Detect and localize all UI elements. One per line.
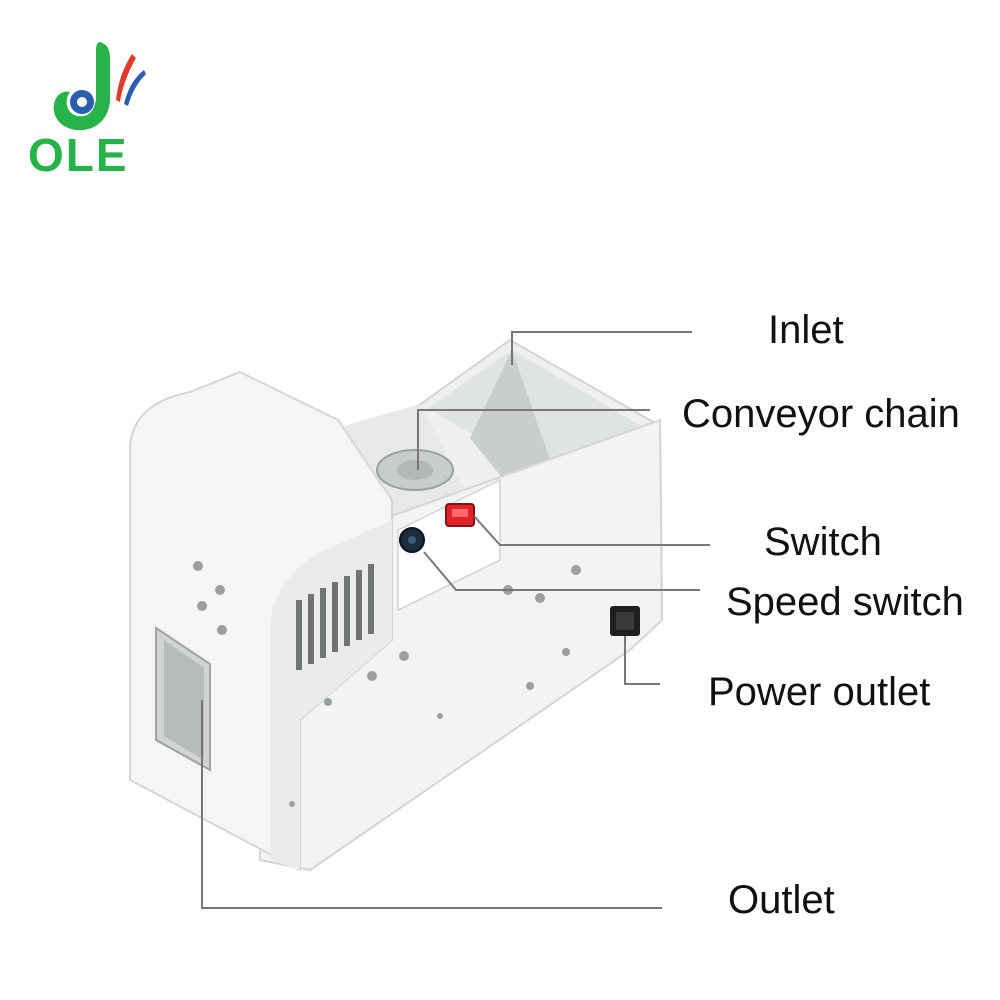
label-conveyor-chain: Conveyor chain bbox=[682, 392, 960, 436]
ole-logo-icon bbox=[53, 42, 146, 131]
brand-name: OLE bbox=[28, 129, 129, 181]
leader-switch bbox=[473, 515, 710, 546]
leader-power-outlet bbox=[624, 636, 660, 685]
label-power-outlet: Power outlet bbox=[708, 670, 931, 714]
vent-grille bbox=[296, 564, 374, 670]
label-outlet: Outlet bbox=[728, 878, 835, 922]
label-speed-switch: Speed switch bbox=[726, 580, 964, 624]
label-inlet: Inlet bbox=[768, 308, 844, 352]
leader-speed-switch bbox=[423, 551, 700, 591]
leader-outlet bbox=[201, 700, 662, 909]
leader-inlet bbox=[511, 331, 692, 365]
leader-conveyor-chain bbox=[417, 409, 650, 470]
label-switch: Switch bbox=[764, 520, 882, 564]
bolts bbox=[193, 561, 581, 807]
